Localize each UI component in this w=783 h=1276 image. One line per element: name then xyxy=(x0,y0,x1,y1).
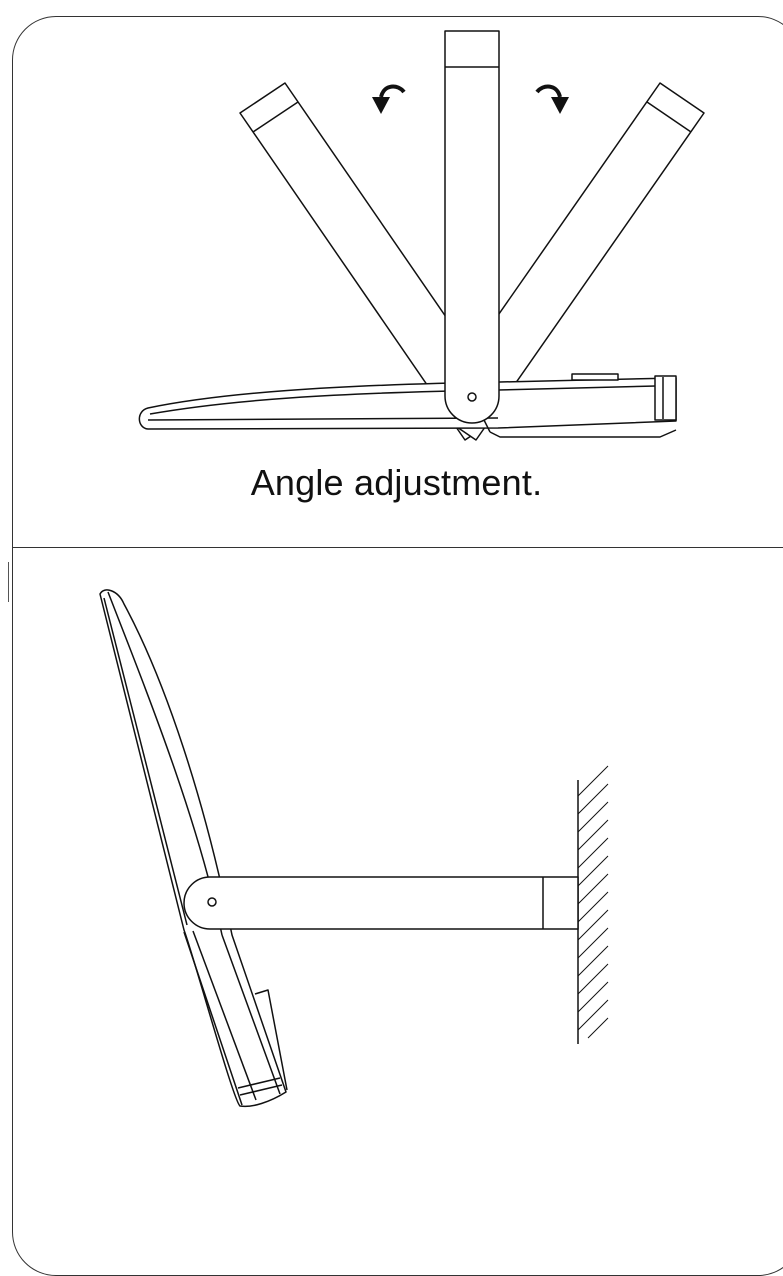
light-body-horizontal xyxy=(138,373,677,438)
light-body-tilted xyxy=(99,589,288,1108)
edge-mark xyxy=(8,562,12,602)
rotate-left-arrow-icon xyxy=(372,84,406,114)
arm-tilted-right xyxy=(431,82,705,441)
wall-hatch xyxy=(577,765,609,1044)
wall-mount-illustration xyxy=(99,589,609,1108)
panel-divider xyxy=(12,547,783,548)
arm-horizontal xyxy=(183,876,579,930)
arm-vertical xyxy=(444,30,500,424)
pivot-screw xyxy=(467,392,477,402)
pivot-screw xyxy=(207,897,217,907)
angle-adjustment-illustration xyxy=(138,30,705,441)
caption-angle-adjustment: Angle adjustment. xyxy=(250,462,543,503)
diagram-drawing xyxy=(99,30,705,1108)
rotate-right-arrow-icon xyxy=(535,84,569,114)
